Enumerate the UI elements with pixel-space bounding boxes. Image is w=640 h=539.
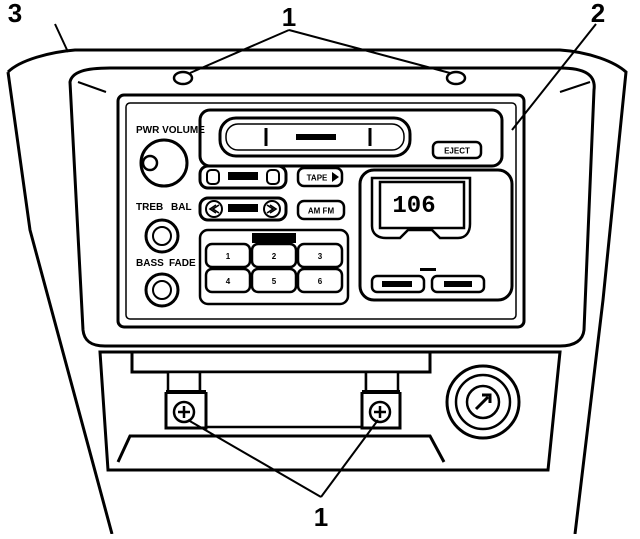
fade-label: FADE [169, 258, 196, 269]
preset-button-1[interactable]: 1 [204, 242, 252, 269]
callout-bottom-screws: 1 [314, 502, 328, 532]
am-fm-button[interactable]: AM FM [296, 199, 346, 221]
tape-button[interactable]: TAPE [296, 166, 344, 188]
cassette-slot [198, 108, 504, 168]
eject-label: EJECT [444, 147, 470, 156]
preset-button-3[interactable]: 3 [296, 242, 344, 269]
bezel-corner-line [77, 81, 107, 93]
top-mounting-screw [445, 70, 467, 86]
treble-balance-knob[interactable] [144, 218, 180, 254]
power-volume-label: PWR VOLUME [136, 125, 205, 136]
round-switch[interactable] [445, 364, 521, 440]
faceplate-inner-edge [125, 102, 517, 320]
instrument-trim-panel [6, 48, 628, 535]
tune-button[interactable] [198, 196, 288, 222]
display-panel: 106 [358, 168, 514, 302]
left-mounting-bracket [164, 370, 368, 430]
bottom-mounting-screw [172, 400, 196, 424]
am-fm-label: AM FM [308, 207, 335, 216]
preset-label-1: 1 [226, 252, 231, 261]
balance-label: BAL [171, 202, 192, 213]
display-button-left[interactable] [370, 274, 426, 294]
leader-lines [54, 23, 597, 498]
preset-button-6[interactable]: 6 [296, 267, 344, 294]
top-mounting-screw [172, 70, 194, 86]
callout-top-screws: 1 [282, 2, 296, 32]
display-button-right[interactable] [430, 274, 486, 294]
power-volume-knob[interactable] [139, 138, 189, 188]
bezel-corner-line [559, 81, 591, 93]
preset-label-2: 2 [272, 252, 277, 261]
storage-pocket-rim [130, 352, 432, 374]
lower-compartment [98, 350, 562, 472]
callout-radio: 2 [591, 0, 605, 28]
preset-button-2[interactable]: 2 [250, 242, 298, 269]
storage-pocket-floor [116, 434, 446, 463]
preset-label-3: 3 [318, 252, 323, 261]
eject-button[interactable]: EJECT [431, 140, 483, 160]
preset-label-6: 6 [318, 277, 323, 286]
preset-button-4[interactable]: 4 [204, 267, 252, 294]
display-frequency: 106 [392, 193, 435, 220]
bass-label: BASS [136, 258, 164, 269]
callout-trim-panel: 3 [8, 0, 22, 28]
preset-button-group: 1 2 3 4 5 6 [198, 228, 350, 306]
bottom-mounting-screw [368, 400, 392, 424]
treble-label: TREB [136, 202, 163, 213]
preset-button-5[interactable]: 5 [250, 267, 298, 294]
preset-label-5: 5 [272, 277, 277, 286]
preset-label-4: 4 [226, 277, 231, 286]
radio-bezel [68, 66, 596, 348]
seek-button[interactable] [198, 164, 288, 190]
bass-fade-knob[interactable] [144, 272, 180, 308]
tape-label: TAPE [307, 174, 328, 183]
